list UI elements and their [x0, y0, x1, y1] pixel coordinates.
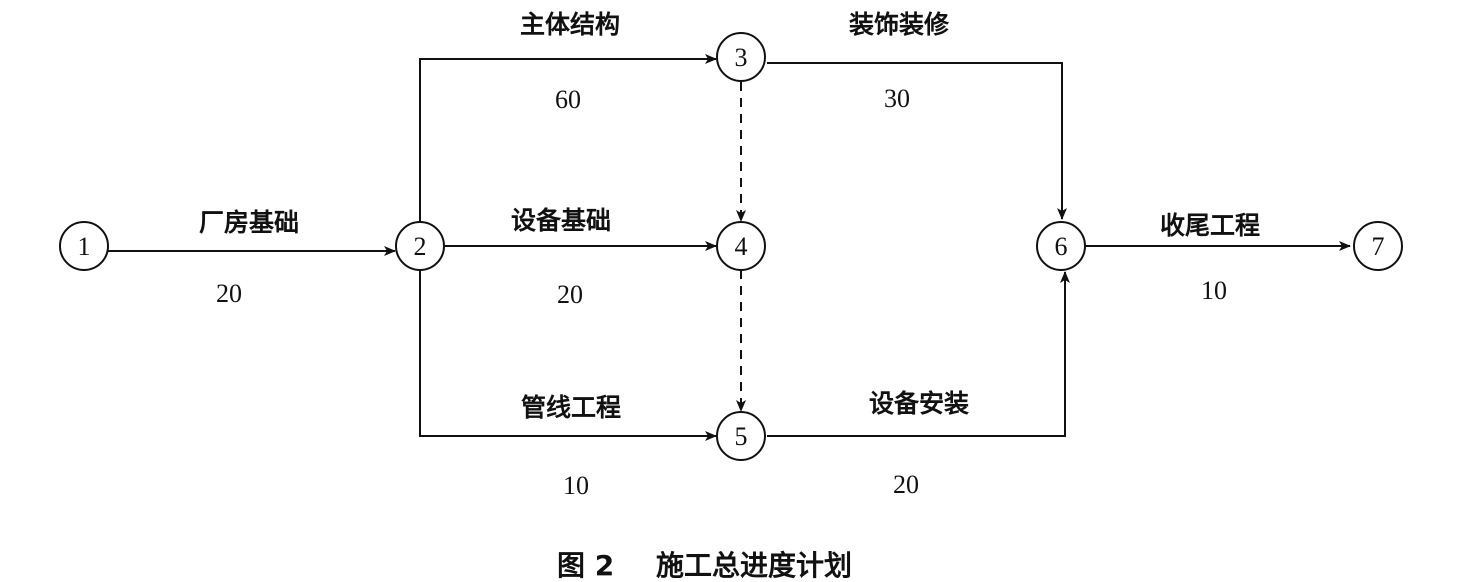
edge-2-5	[419, 271, 717, 441]
caption-figure-number: 图 2	[557, 549, 614, 582]
activity-edges	[108, 54, 1351, 441]
node-3: 3	[716, 32, 766, 82]
activity-duration-2-5: 10	[563, 471, 589, 500]
node-2-label: 2	[414, 232, 427, 261]
node-6-label: 6	[1055, 232, 1068, 261]
activity-name-1-2: 厂房基础	[199, 208, 299, 237]
activity-name-5-6: 设备安装	[869, 389, 969, 418]
node-7: 7	[1353, 221, 1403, 271]
activity-name-2-4: 设备基础	[511, 206, 611, 235]
node-1: 1	[59, 221, 109, 271]
activity-labels: 厂房基础 20 主体结构 60 设备基础 20 管线工程 10 装饰装修 30 …	[199, 10, 1260, 500]
figure-caption: 图 2 施工总进度计划	[557, 549, 852, 582]
node-5-label: 5	[735, 422, 748, 451]
activity-name-3-6: 装饰装修	[849, 10, 950, 39]
node-4-label: 4	[735, 232, 748, 261]
edge-2-3	[419, 54, 717, 227]
activity-duration-2-4: 20	[557, 280, 583, 309]
activity-name-6-7: 收尾工程	[1160, 211, 1260, 240]
activity-duration-2-3: 60	[555, 85, 581, 114]
edge-5-6	[767, 271, 1070, 437]
node-6: 6	[1036, 221, 1086, 271]
node-3-label: 3	[735, 43, 748, 72]
activity-duration-6-7: 10	[1201, 276, 1227, 305]
edge-3-6	[767, 62, 1067, 220]
caption-title: 施工总进度计划	[656, 549, 852, 582]
node-4: 4	[716, 221, 766, 271]
node-2: 2	[395, 221, 445, 271]
activity-duration-5-6: 20	[893, 470, 919, 499]
activity-name-2-3: 主体结构	[520, 10, 620, 39]
node-5: 5	[716, 411, 766, 461]
activity-name-2-5: 管线工程	[521, 393, 621, 422]
node-7-label: 7	[1372, 232, 1385, 261]
activity-duration-1-2: 20	[216, 279, 242, 308]
nodes: 1 2 3 4 5 6 7	[59, 32, 1403, 461]
activity-duration-3-6: 30	[884, 84, 910, 113]
node-1-label: 1	[78, 232, 91, 261]
